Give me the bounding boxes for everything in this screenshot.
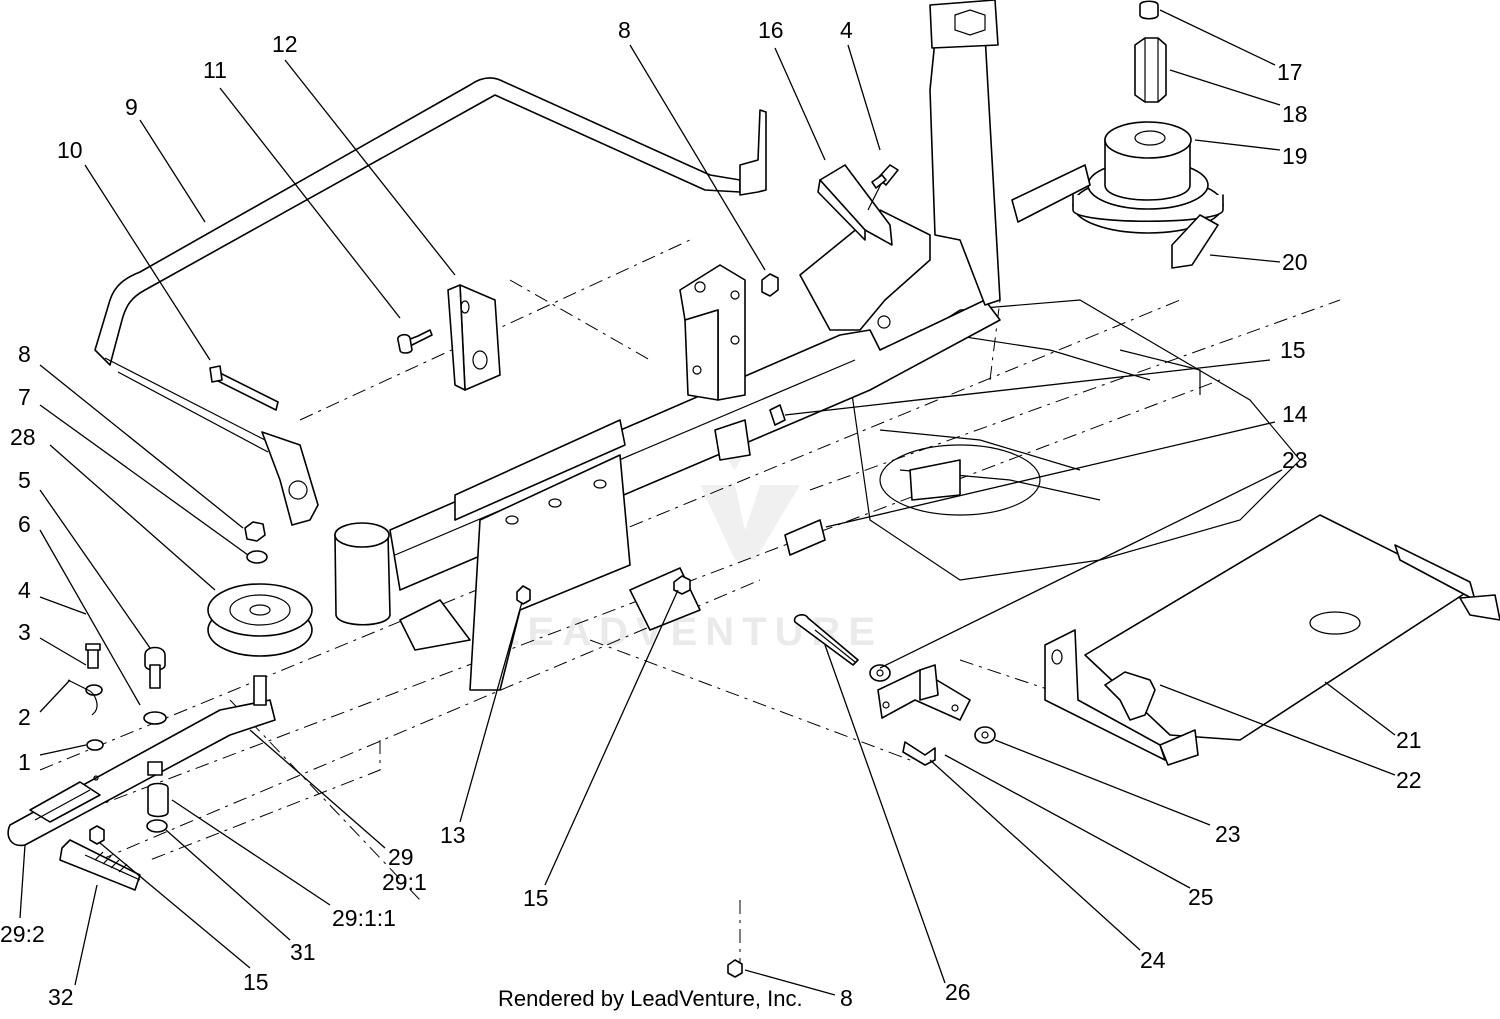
part-22-knob bbox=[1104, 671, 1156, 721]
part-18-coupler-nut bbox=[1134, 37, 1167, 103]
part-15-nut-arm bbox=[89, 825, 105, 845]
callout-8-left: 8 bbox=[18, 341, 31, 367]
part-1-washer bbox=[86, 739, 104, 751]
callout-22: 22 bbox=[1396, 767, 1422, 793]
callout-26: 26 bbox=[945, 979, 971, 1005]
callout-3: 3 bbox=[18, 619, 31, 645]
part-15-nut-frame bbox=[673, 575, 691, 595]
part-4-bolt-left bbox=[85, 643, 101, 669]
callout-29-2: 29:2 bbox=[0, 921, 45, 947]
part-4-bolt-frame bbox=[871, 174, 887, 189]
part-23-washer-lower bbox=[974, 726, 996, 744]
callout-13: 13 bbox=[440, 822, 466, 848]
credit-text: Rendered by LeadVenture, Inc. bbox=[498, 986, 803, 1011]
callout-4-left: 4 bbox=[18, 577, 31, 603]
callout-31: 31 bbox=[290, 939, 316, 965]
callout-24: 24 bbox=[1140, 947, 1166, 973]
callout-25: 25 bbox=[1188, 884, 1214, 910]
callout-9: 9 bbox=[125, 94, 138, 120]
callout-8-bottom: 8 bbox=[840, 985, 853, 1011]
part-15-spacer-frame bbox=[769, 404, 786, 426]
part-2-hairpin bbox=[67, 679, 98, 716]
part-8-nut-bottom bbox=[727, 959, 743, 978]
part-7-washer bbox=[246, 550, 268, 564]
part-31-washer bbox=[146, 819, 168, 833]
callout-29: 29 bbox=[388, 844, 414, 870]
main-frame bbox=[261, 0, 1001, 691]
part-12-bracket bbox=[447, 284, 501, 391]
part-29-1-spacer bbox=[147, 761, 163, 776]
callout-28: 28 bbox=[10, 424, 36, 450]
part-32-spring bbox=[59, 839, 141, 891]
part-29-1-1-bushing bbox=[147, 782, 169, 818]
callout-15-frame: 15 bbox=[1280, 337, 1306, 363]
part-20-belt-guard bbox=[1011, 164, 1219, 269]
part-8-nut-pulley bbox=[244, 521, 266, 542]
part-23-washer-upper bbox=[869, 664, 891, 682]
callout-14: 14 bbox=[1282, 401, 1308, 427]
leader-lines bbox=[19, 9, 1396, 996]
part-24-bolt bbox=[902, 741, 936, 766]
callout-23-lower: 23 bbox=[1215, 821, 1241, 847]
part-26-threaded-rod bbox=[793, 613, 859, 666]
part-8-nut-top bbox=[761, 273, 779, 297]
callout-15-left: 15 bbox=[243, 969, 269, 995]
part-17-cap bbox=[1139, 0, 1159, 20]
callout-12: 12 bbox=[272, 31, 298, 57]
callout-8-top: 8 bbox=[618, 17, 631, 43]
part-14-clip bbox=[784, 519, 826, 556]
part-9-handle-bar bbox=[94, 77, 767, 453]
callout-23-upper: 23 bbox=[1282, 447, 1308, 473]
callout-15-bottom: 15 bbox=[523, 885, 549, 911]
callout-21: 21 bbox=[1396, 727, 1422, 753]
part-11-bolt bbox=[397, 329, 433, 354]
part-5-shoulder-bolt bbox=[144, 646, 166, 689]
part-6-washer bbox=[143, 711, 167, 725]
part-10-long-bolt bbox=[209, 365, 279, 411]
part-25-bracket bbox=[877, 664, 971, 721]
callout-32: 32 bbox=[48, 984, 74, 1010]
callout-11: 11 bbox=[203, 57, 227, 83]
part-21-cover bbox=[1044, 514, 1500, 766]
callout-18: 18 bbox=[1282, 101, 1308, 127]
part-13-nut bbox=[516, 585, 531, 605]
callout-16: 16 bbox=[758, 17, 784, 43]
part-16-plate bbox=[817, 164, 899, 246]
idler-stud bbox=[253, 675, 267, 706]
callout-17: 17 bbox=[1277, 59, 1303, 85]
callout-29-1-1: 29:1:1 bbox=[332, 905, 396, 931]
callout-4-top: 4 bbox=[840, 17, 853, 43]
callout-labels: 8 16 4 17 18 19 20 12 11 9 10 15 14 23 8… bbox=[0, 17, 1422, 1011]
callout-29-1: 29:1 bbox=[382, 869, 427, 895]
callout-19: 19 bbox=[1282, 143, 1308, 169]
callout-7: 7 bbox=[18, 384, 31, 410]
callout-5: 5 bbox=[18, 467, 31, 493]
center-mount-bracket bbox=[679, 264, 751, 461]
part-19-pulley bbox=[1072, 121, 1224, 234]
part-29-idler-arm bbox=[7, 699, 276, 847]
callout-1: 1 bbox=[18, 749, 31, 775]
part-28-idler-pulley bbox=[207, 583, 313, 657]
callout-6: 6 bbox=[18, 511, 31, 537]
callout-2: 2 bbox=[18, 704, 31, 730]
callout-20: 20 bbox=[1282, 249, 1308, 275]
callout-10: 10 bbox=[57, 137, 83, 163]
